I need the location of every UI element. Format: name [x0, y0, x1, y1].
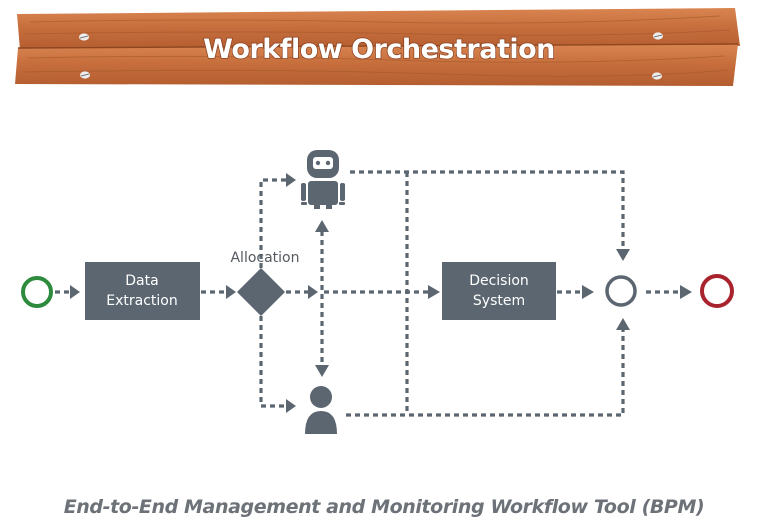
decision-system-box: Decision System: [442, 262, 556, 320]
robot-icon: [301, 150, 345, 209]
data-extraction-line2: Extraction: [106, 293, 177, 309]
gateway-diamond-icon: [237, 268, 285, 316]
start-event-icon: [21, 276, 53, 308]
connectors: [55, 170, 692, 417]
screw-icon: [652, 72, 662, 80]
banner-title: Workflow Orchestration: [203, 34, 555, 65]
merge-event-icon: [605, 275, 637, 307]
person-icon: [305, 386, 337, 434]
screw-icon: [80, 71, 90, 79]
wooden-banner: Workflow Orchestration: [15, 8, 740, 86]
screw-icon: [653, 32, 663, 40]
data-extraction-line1: Data: [125, 273, 158, 289]
flow-gateway-to-human: [259, 316, 286, 408]
flow-robot-to-merge: [350, 170, 625, 249]
data-extraction-box: Data Extraction: [85, 262, 200, 320]
screw-icon: [79, 33, 89, 41]
decision-system-line1: Decision: [469, 273, 529, 289]
allocation-label: Allocation: [230, 250, 299, 266]
plank-bottom: [15, 44, 738, 86]
wood-grain: [21, 15, 731, 77]
plank-top: [17, 8, 740, 50]
diagram-caption: End-to-End Management and Monitoring Wor…: [64, 496, 705, 518]
flow-gateway-to-robot: [259, 178, 286, 268]
end-event-icon: [700, 274, 734, 308]
decision-system-line2: System: [473, 293, 525, 309]
flow-human-to-merge: [346, 330, 625, 417]
